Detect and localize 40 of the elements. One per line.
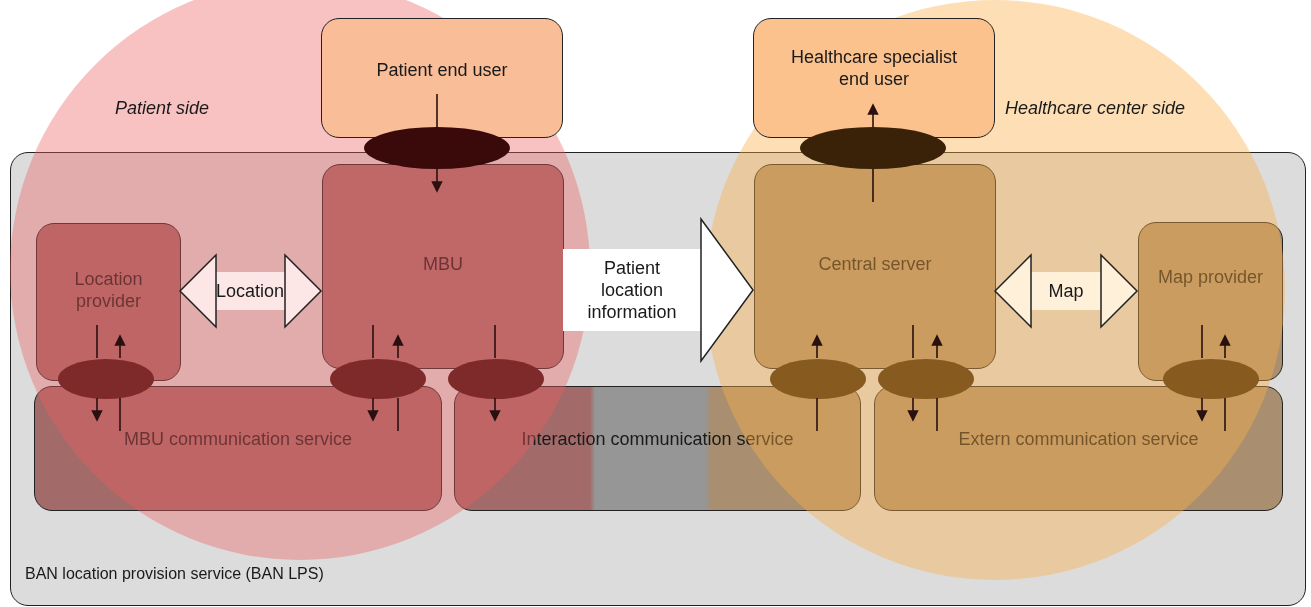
box-label: Interaction communication service xyxy=(520,428,795,450)
arrow xyxy=(91,397,103,421)
arrow xyxy=(867,104,879,128)
process-box xyxy=(322,164,564,369)
edge-label: Patient location information xyxy=(586,257,678,323)
arrow xyxy=(1219,335,1231,359)
box-label: MBU xyxy=(422,253,464,275)
arrow xyxy=(1196,397,1208,421)
arrow xyxy=(489,397,501,421)
box-label: Patient end user xyxy=(375,59,509,81)
arrow xyxy=(114,335,126,359)
service-box xyxy=(874,386,1283,511)
box-label: BAN location provision service (BAN LPS) xyxy=(25,564,324,584)
box-label: Central server xyxy=(817,253,933,275)
arrow xyxy=(367,397,379,421)
box-label: Location provider xyxy=(73,268,144,312)
process-box xyxy=(36,223,181,381)
block-arrow xyxy=(994,254,1138,328)
process-box xyxy=(754,164,996,369)
arrow xyxy=(811,335,823,359)
box-label: Extern communication service xyxy=(957,428,1200,450)
service-box xyxy=(34,386,442,511)
box-label: Healthcare specialist end user xyxy=(789,46,959,90)
region-label: Healthcare center side xyxy=(1003,97,1185,119)
process-box xyxy=(321,18,563,138)
box-label: Map provider xyxy=(1156,266,1264,288)
region-label: Patient side xyxy=(115,97,210,119)
edge-label: Location xyxy=(214,280,286,302)
arrow xyxy=(392,335,404,359)
edge-label: Map xyxy=(1047,280,1085,302)
process-box xyxy=(753,18,995,138)
block-arrow xyxy=(179,254,322,328)
block-arrow xyxy=(563,218,754,362)
process-box xyxy=(1138,222,1283,381)
arrow xyxy=(931,335,943,359)
service-box xyxy=(454,386,861,511)
arrow xyxy=(907,397,919,421)
container-box xyxy=(10,152,1306,606)
arrow xyxy=(431,168,443,192)
box-label: MBU communication service xyxy=(122,428,354,450)
